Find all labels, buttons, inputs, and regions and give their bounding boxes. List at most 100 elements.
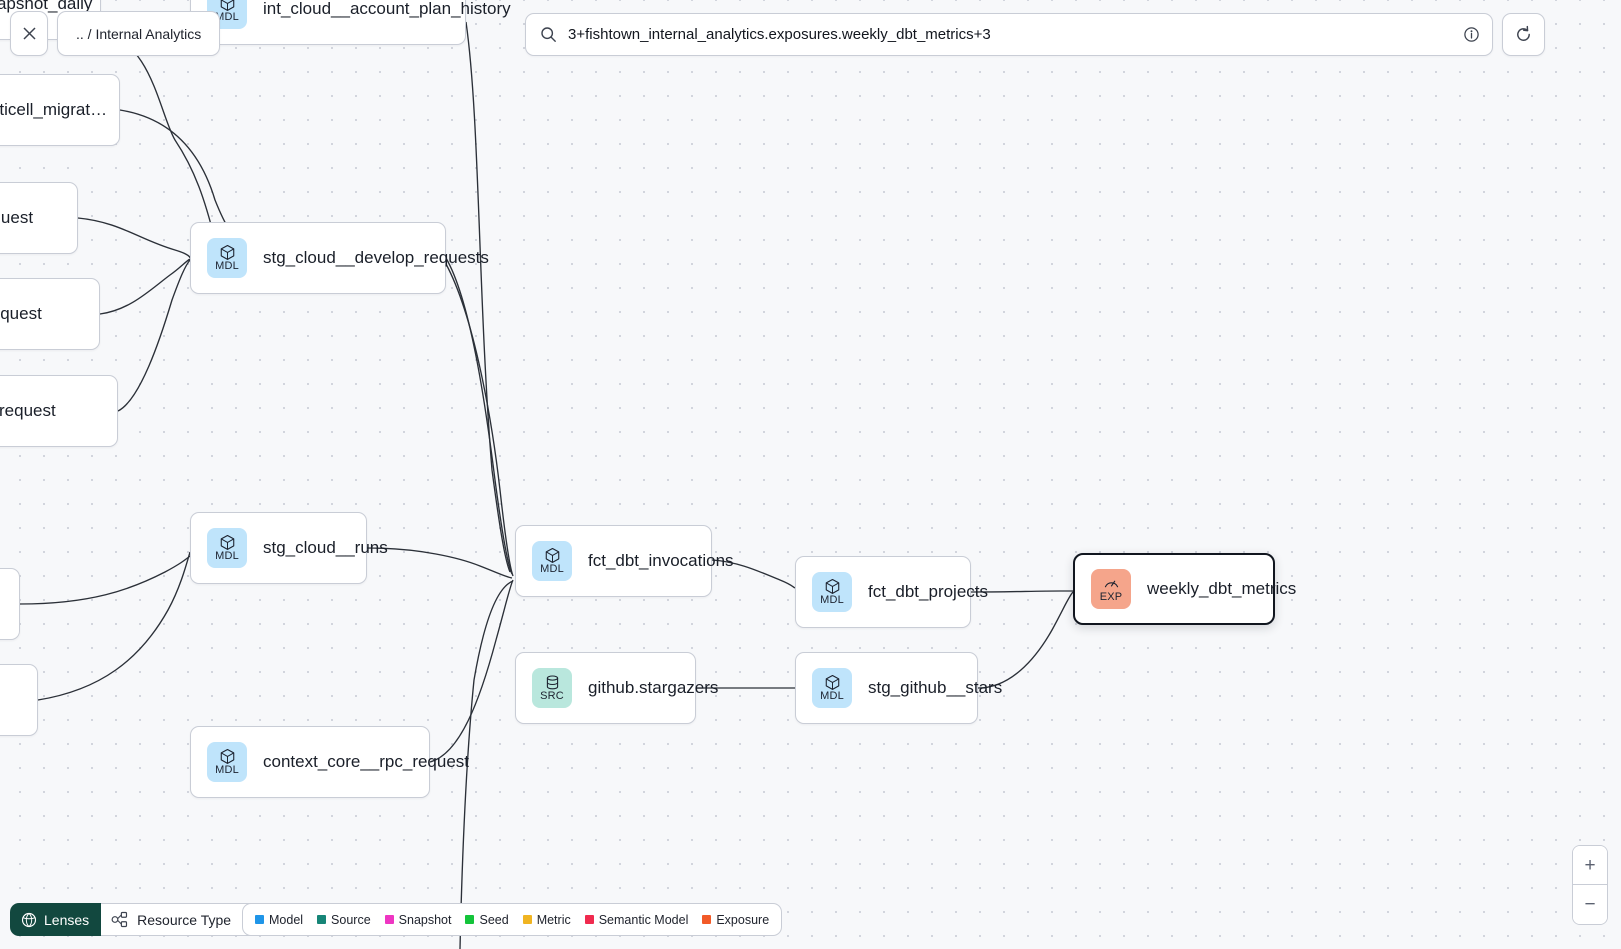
lineage-edge: [445, 257, 513, 575]
lineage-edge: [99, 258, 191, 315]
lineage-node-run[interactable]: MDL…run: [0, 664, 38, 736]
legend-label: Semantic Model: [598, 912, 689, 927]
node-type-label: MDL: [215, 11, 239, 23]
lineage-node-int_cloud__account_plan_history[interactable]: MDL int_cloud__account_plan_history: [190, 0, 511, 45]
zoom-controls: + −: [1572, 845, 1608, 925]
lineage-edge: [37, 551, 191, 701]
node-label: weekly_dbt_metrics: [1147, 579, 1297, 598]
lineage-node-multicell_migrat[interactable]: MDL…multicell_migrat…: [0, 74, 120, 146]
node-type-badge-mdl: MDL: [812, 572, 852, 612]
resource-nodes-icon: [111, 911, 128, 928]
legend-swatch: [384, 915, 394, 924]
search-icon: [541, 27, 556, 42]
lineage-node-fct_dbt_projects[interactable]: MDL fct_dbt_projects: [795, 556, 988, 628]
node-type-badge-mdl: MDL: [207, 742, 247, 782]
cube-icon: [220, 748, 234, 764]
node-label: …develop_request: [0, 401, 56, 420]
node-label: snapshot_daily: [0, 0, 93, 13]
lineage-node-context_core__rpc_request[interactable]: MDL context_core__rpc_request: [190, 726, 469, 798]
legend-item-seed[interactable]: Seed: [465, 912, 509, 927]
lineage-node-develop_request[interactable]: MDL…develop_request: [0, 375, 118, 447]
breadcrumb[interactable]: .. / Internal Analytics: [57, 11, 221, 56]
cube-icon: [220, 244, 234, 260]
legend-swatch: [465, 915, 475, 924]
legend-item-snapshot[interactable]: Snapshot: [384, 912, 452, 927]
close-button[interactable]: [10, 11, 48, 56]
zoom-out-button[interactable]: −: [1573, 885, 1607, 924]
lenses-button[interactable]: Lenses: [10, 903, 102, 936]
node-type-label: MDL: [215, 260, 239, 272]
node-type-badge-mdl: MDL: [207, 528, 247, 568]
lineage-edge: [366, 547, 513, 579]
node-label: int_cloud__account_plan_history: [263, 0, 511, 18]
legend-swatch: [702, 915, 712, 924]
legend-label: Exposure: [716, 912, 770, 927]
legend-swatch: [255, 915, 264, 924]
lineage-edge: [445, 263, 514, 577]
search-bar[interactable]: [525, 13, 1493, 56]
search-input[interactable]: [568, 26, 1463, 43]
legend-label: Model: [269, 912, 304, 927]
node-label: …multicell_migrat…: [0, 100, 108, 119]
node-label: context_core__rpc_request: [263, 752, 470, 771]
cube-icon: [545, 547, 559, 563]
refresh-icon: [1517, 25, 1530, 41]
lineage-node-stg_github__stars[interactable]: MDL stg_github__stars: [795, 652, 1002, 724]
close-icon: [22, 27, 36, 40]
node-type-badge-exp: EXP: [1091, 569, 1131, 609]
legend-label: Seed: [479, 912, 509, 927]
zoom-in-button[interactable]: +: [1573, 846, 1607, 885]
lineage-edge: [117, 259, 191, 412]
legend-item-metric[interactable]: Metric: [522, 912, 571, 927]
cube-icon: [825, 674, 839, 690]
cube-icon: [825, 578, 839, 594]
database-icon: [546, 675, 558, 690]
info-icon[interactable]: [1463, 26, 1480, 43]
node-label: github.stargazers: [588, 678, 719, 697]
resource-type-dropdown[interactable]: Resource Type: [101, 903, 266, 936]
lineage-node-stg_cloud__develop_requests[interactable]: MDL stg_cloud__develop_requests: [190, 222, 489, 294]
node-type-label: EXP: [1099, 591, 1123, 603]
lineage-node-weekly_dbt_metrics[interactable]: EXP weekly_dbt_metrics: [1073, 553, 1296, 625]
node-type-label: SRC: [540, 690, 564, 702]
refresh-button[interactable]: [1502, 13, 1545, 56]
lenses-label: Lenses: [44, 911, 90, 928]
lens-aperture-icon: [21, 912, 37, 927]
lineage-node-github.stargazers[interactable]: SRC github.stargazers: [515, 652, 718, 724]
node-type-label: MDL: [820, 690, 844, 702]
lineage-edge: [429, 579, 514, 763]
legend-label: Source: [331, 912, 371, 927]
legend-label: Metric: [536, 912, 571, 927]
node-label: stg_github__stars: [868, 678, 1003, 697]
lineage-edge: [77, 217, 191, 259]
node-type-label: MDL: [215, 764, 239, 776]
legend-item-source[interactable]: Source: [317, 913, 371, 927]
legend-item-model[interactable]: Model: [255, 913, 303, 927]
legend-item-semantic-model[interactable]: Semantic Model: [584, 912, 689, 927]
lineage-edge: [465, 21, 511, 573]
lineage-node-n[interactable]: MDL…n: [0, 568, 20, 640]
legend-label: Snapshot: [398, 912, 452, 927]
lineage-edge: [19, 555, 191, 605]
cube-icon: [220, 0, 234, 11]
node-type-label: MDL: [540, 563, 564, 575]
cube-icon: [220, 534, 234, 550]
lineage-node-stg_cloud__runs[interactable]: MDL stg_cloud__runs: [190, 512, 388, 584]
node-type-badge-src: SRC: [532, 668, 572, 708]
lineage-edge: [977, 591, 1074, 689]
node-type-badge-mdl: MDL: [812, 668, 852, 708]
node-label: stg_cloud__runs: [263, 538, 388, 557]
resource-type-legend: Model Source Snapshot Seed Metric Semantic Mo…: [242, 903, 783, 936]
zoom-out-label: −: [1584, 894, 1596, 915]
lineage-node-op_request[interactable]: MDL…op_request: [0, 182, 78, 254]
legend-item-exposure[interactable]: Exposure: [702, 913, 769, 927]
legend-swatch: [317, 915, 327, 924]
gauge-icon: [1104, 580, 1118, 588]
bottom-toolbar: Lenses Resource Type: [10, 903, 266, 936]
node-label: fct_dbt_projects: [868, 582, 989, 601]
node-label: stg_cloud__develop_requests: [263, 248, 489, 267]
lineage-node-velop_request[interactable]: MDL…velop_request: [0, 278, 100, 350]
